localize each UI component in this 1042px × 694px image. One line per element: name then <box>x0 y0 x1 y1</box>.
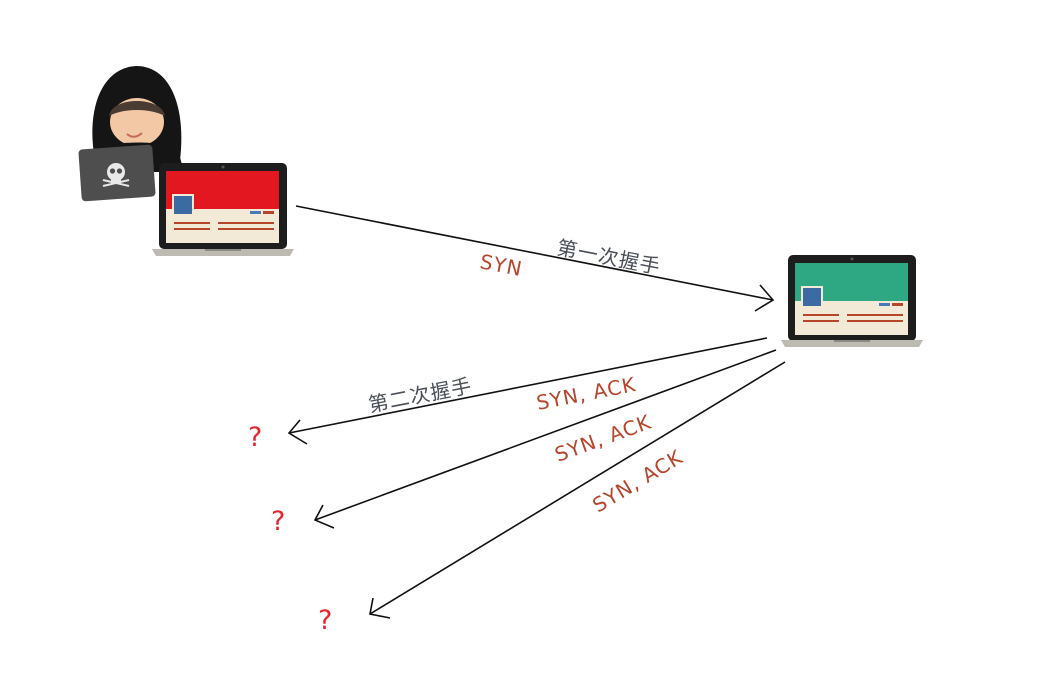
syn-ack-label-3: SYN, ACK <box>588 445 687 518</box>
unknown-target-1: ? <box>248 422 262 453</box>
server-laptop <box>781 255 923 347</box>
syn-ack-arrow-1 <box>287 337 768 445</box>
syn-ack-arrow-2 <box>313 349 777 529</box>
syn-ack-arrow-3 <box>369 361 786 619</box>
syn-ack-label-1: SYN, ACK <box>534 372 638 415</box>
hacker-laptop <box>78 144 156 202</box>
first-handshake-label: 第一次握手 <box>555 235 663 279</box>
hacker-icon <box>78 66 184 202</box>
second-handshake-label: 第二次握手 <box>366 373 474 417</box>
syn-label: SYN <box>478 249 525 281</box>
skull-icon <box>102 163 130 187</box>
attacker-laptop <box>152 163 294 256</box>
syn-ack-label-2: SYN, ACK <box>552 410 655 467</box>
syn-arrow <box>295 205 775 312</box>
unknown-target-3: ? <box>318 605 332 636</box>
unknown-target-2: ? <box>271 506 285 537</box>
